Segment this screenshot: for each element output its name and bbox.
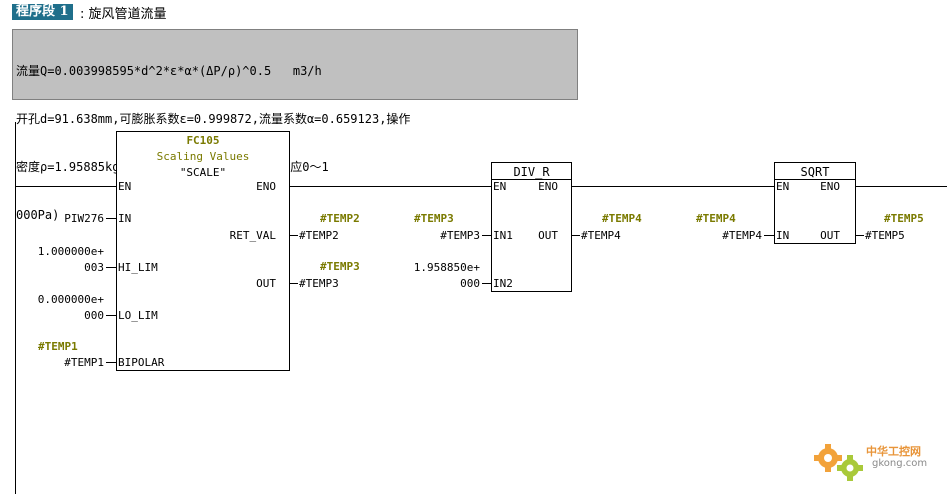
watermark-url: gkong.com: [872, 458, 928, 469]
comment-line: 000Pa): [16, 208, 60, 222]
fc105-pin-en: EN: [118, 180, 132, 193]
sqrt-out-symbol: #TEMP5: [884, 212, 924, 225]
fc105-lo-lim-operand-1[interactable]: 0.000000e+: [37, 293, 104, 306]
network-title[interactable]: : 旋风管道流量: [80, 3, 167, 22]
block-header-line: [491, 179, 572, 180]
pin-stub: [482, 283, 491, 284]
rung-wire: [15, 186, 116, 187]
pin-stub: [290, 235, 298, 236]
div-r-block[interactable]: [491, 162, 572, 292]
div-r-pin-out: OUT: [538, 229, 558, 242]
sqrt-block[interactable]: [774, 162, 856, 244]
pin-stub: [572, 235, 580, 236]
pin-stub: [482, 235, 491, 236]
sqrt-in-operand[interactable]: #TEMP4: [722, 229, 762, 242]
network-title-text: 旋风管道流量: [88, 7, 167, 22]
fc105-lo-lim-operand-2[interactable]: 000: [84, 309, 104, 322]
watermark-title: 中华工控网: [866, 445, 921, 458]
pin-stub: [106, 218, 116, 219]
div-r-pin-en: EN: [493, 180, 507, 193]
rung-wire: [572, 186, 774, 187]
rung-wire: [856, 186, 947, 187]
div-r-pin-in2: IN2: [493, 277, 513, 290]
pin-stub: [856, 235, 864, 236]
div-r-in2-operand-2[interactable]: 000: [460, 277, 480, 290]
sqrt-pin-eno: ENO: [820, 180, 840, 193]
sqrt-out-operand[interactable]: #TEMP5: [865, 229, 905, 242]
fc105-ret-val-operand[interactable]: #TEMP2: [299, 229, 339, 242]
div-r-pin-eno: ENO: [538, 180, 558, 193]
fc105-pin-in: IN: [118, 212, 132, 225]
fc105-pin-out: OUT: [256, 277, 276, 290]
comment-line: 开孔d=91.638mm,可膨胀系数ε=0.999872,流量系数α=0.659…: [16, 112, 411, 126]
fc105-pin-eno: ENO: [256, 180, 276, 193]
sqrt-name: SQRT: [800, 165, 830, 179]
fc105-name: FC105: [186, 134, 220, 147]
fc105-block[interactable]: [116, 131, 290, 371]
comment-line: 流量Q=0.003998595*d^2*ε*α*(ΔP/ρ)^0.5 m3/h: [16, 64, 322, 78]
network-separator: :: [80, 7, 85, 22]
div-r-in1-operand[interactable]: #TEMP3: [440, 229, 480, 242]
gear-logo-icon: [810, 436, 870, 486]
fc105-pin-hi-lim: HI_LIM: [118, 261, 158, 274]
pin-stub: [290, 283, 298, 284]
sqrt-in-symbol: #TEMP4: [696, 212, 736, 225]
pin-stub: [106, 267, 116, 268]
rung-wire: [290, 186, 491, 187]
block-header-line: [774, 179, 856, 180]
div-r-out-symbol: #TEMP4: [602, 212, 642, 225]
fc105-ret-val-symbol: #TEMP2: [320, 212, 360, 225]
fc105-bipolar-operand[interactable]: #TEMP1: [64, 356, 104, 369]
div-r-in1-symbol: #TEMP3: [414, 212, 454, 225]
fc105-bipolar-symbol: #TEMP1: [38, 340, 78, 353]
fc105-pin-lo-lim: LO_LIM: [118, 309, 158, 322]
fc105-hi-lim-operand-2[interactable]: 003: [84, 261, 104, 274]
fc105-pin-bipolar: BIPOLAR: [118, 356, 165, 369]
fc105-description: Scaling Values: [156, 150, 250, 163]
power-rail: [15, 122, 16, 494]
div-r-name: DIV_R: [513, 165, 550, 179]
network-tag[interactable]: 程序段 1: [12, 4, 73, 20]
fc105-in-operand[interactable]: PIW276: [64, 212, 104, 225]
fc105-out-symbol: #TEMP3: [320, 260, 360, 273]
pin-stub: [106, 362, 116, 363]
pin-stub: [764, 235, 774, 236]
sqrt-pin-out: OUT: [820, 229, 840, 242]
div-r-out-operand[interactable]: #TEMP4: [581, 229, 621, 242]
div-r-in2-operand-1[interactable]: 1.958850e+: [413, 261, 480, 274]
div-r-pin-in1: IN1: [493, 229, 513, 242]
fc105-symbol-name: "SCALE": [179, 166, 227, 179]
sqrt-pin-en: EN: [776, 180, 790, 193]
network-comment[interactable]: 流量Q=0.003998595*d^2*ε*α*(ΔP/ρ)^0.5 m3/h …: [12, 29, 578, 222]
sqrt-pin-in: IN: [776, 229, 790, 242]
fc105-pin-ret-val: RET_VAL: [229, 229, 276, 242]
fc105-hi-lim-operand-1[interactable]: 1.000000e+: [37, 245, 104, 258]
pin-stub: [106, 315, 116, 316]
fc105-out-operand[interactable]: #TEMP3: [299, 277, 339, 290]
